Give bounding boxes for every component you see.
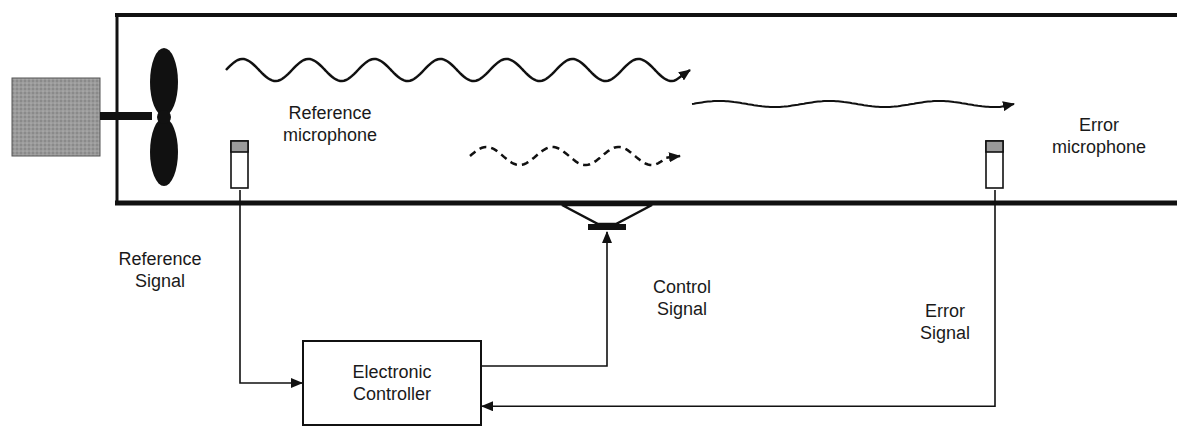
microphone-symbol: [230, 140, 250, 190]
motor: [12, 78, 100, 156]
signal-label: Reference Signal: [100, 248, 220, 292]
signal-wire: [482, 190, 995, 406]
microphone-node: Error microphone: [983, 100, 1173, 190]
residual-wave: [692, 101, 1014, 107]
controller-box: Electronic Controller: [302, 340, 482, 426]
control-wire: [482, 232, 607, 366]
microphone-node: Reference microphone: [228, 100, 418, 190]
noise-wave: [226, 59, 690, 81]
loudspeaker: [562, 205, 652, 224]
signal-label: Control Signal: [632, 276, 732, 320]
loudspeaker-magnet: [588, 224, 626, 230]
fan-hub: [157, 110, 171, 124]
duct-end: [116, 13, 119, 205]
microphone-label: Error microphone: [1033, 114, 1165, 158]
duct-wall: [115, 13, 1177, 17]
signal-label: Error Signal: [905, 300, 985, 344]
signal-wire: [240, 190, 302, 383]
fan-blade: [150, 48, 178, 116]
controller-label: Electronic Controller: [327, 361, 457, 405]
anti-noise-wave: [470, 147, 680, 165]
fan-blade: [150, 118, 178, 186]
microphone-symbol: [985, 140, 1005, 190]
microphone-label: Reference microphone: [250, 102, 410, 146]
shaft: [100, 112, 152, 120]
